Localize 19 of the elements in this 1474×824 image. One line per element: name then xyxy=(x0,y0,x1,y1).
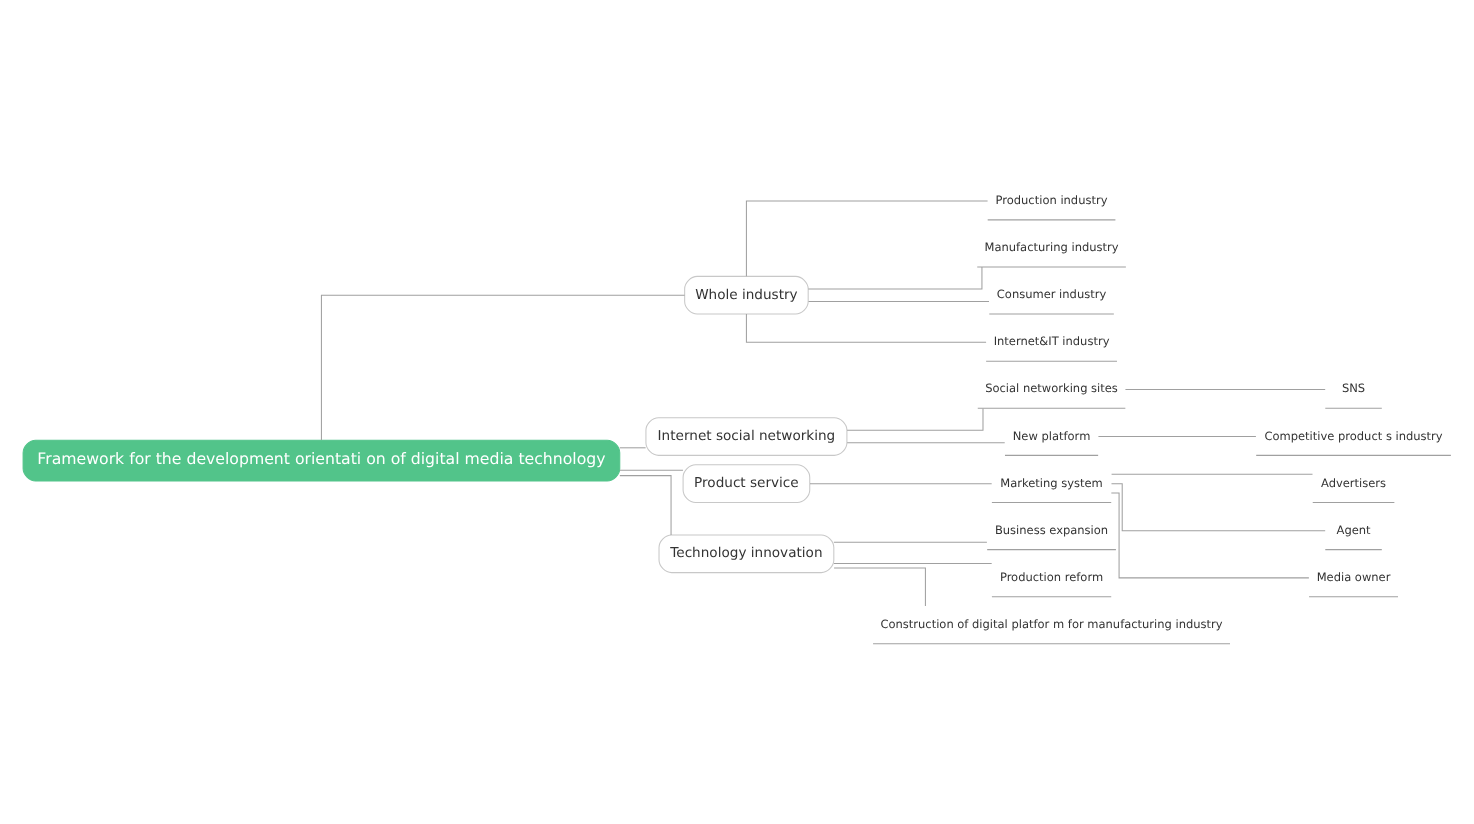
connector xyxy=(619,446,647,448)
connector xyxy=(833,562,993,564)
connector xyxy=(320,293,686,440)
connector xyxy=(745,312,987,342)
connector xyxy=(1111,472,1314,474)
connector xyxy=(807,265,983,289)
connector xyxy=(619,468,684,470)
connector xyxy=(846,441,1006,443)
connector xyxy=(745,199,989,276)
connector xyxy=(1110,491,1310,578)
connector xyxy=(833,566,926,606)
connector xyxy=(1097,435,1257,437)
connector xyxy=(809,482,993,484)
connector xyxy=(619,474,672,535)
connector xyxy=(833,540,988,542)
connector xyxy=(808,300,990,302)
connector xyxy=(1124,387,1326,389)
connector xyxy=(1110,482,1326,531)
connector xyxy=(846,406,984,430)
